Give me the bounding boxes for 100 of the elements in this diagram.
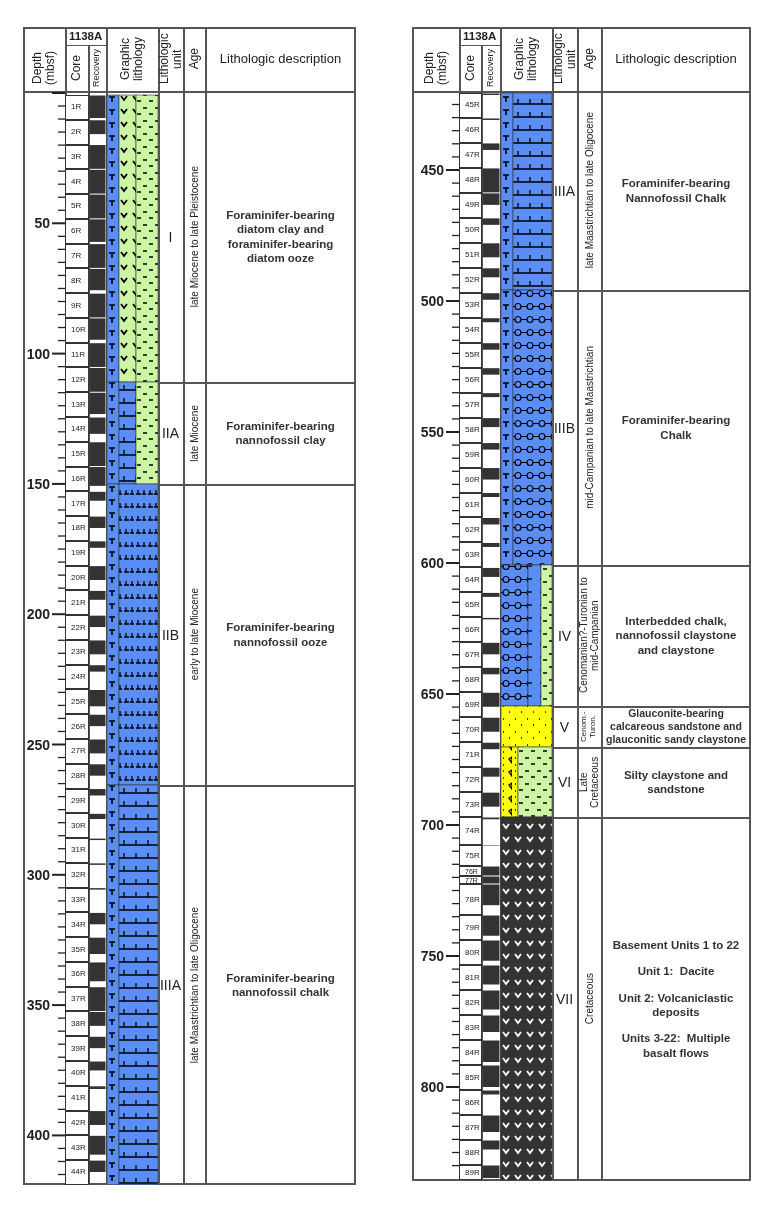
depth-label: 150 (26, 474, 50, 493)
core-label: 64R (459, 567, 482, 593)
core-label: 52R (459, 267, 482, 293)
depth-label: 100 (26, 344, 50, 363)
core-label: 60R (459, 467, 482, 493)
core-label: 82R (459, 990, 482, 1015)
description-text: Unit 1: Dacite (637, 964, 715, 979)
core-label: 19R (65, 540, 89, 566)
core-label: 46R (459, 117, 482, 143)
description-text: Interbedded chalk, nannofossil claystone and claystone (614, 613, 738, 658)
depth-label: 700 (420, 816, 444, 834)
description-text: Glauconite-bearing calcareous sandstone and glauconitic sandy claystone (604, 706, 747, 747)
core-label: 78R (459, 884, 482, 915)
core-label: 29R (65, 788, 89, 814)
description-text: Foraminifer-bearing nannofossil clay (225, 418, 336, 448)
core-label: 66R (459, 617, 482, 643)
unit-label: IIA (161, 425, 180, 441)
description-text: Foraminifer-bearing nannofossil chalk (225, 970, 336, 1000)
core-label: 16R (65, 466, 89, 492)
depth-label: 800 (420, 1078, 444, 1096)
column-header: Core (463, 55, 477, 81)
description-text: Unit 2: Volcaniclastic deposits (617, 990, 735, 1020)
core-label: 12R (65, 367, 89, 393)
unit-label: IV (557, 627, 572, 644)
core-label: 63R (459, 542, 482, 568)
core-label: 70R (459, 717, 482, 743)
column-header: Core (70, 55, 83, 81)
column-header: Depth (mbsf) (31, 50, 57, 87)
core-label: 14R (65, 417, 89, 442)
depth-label: 550 (420, 423, 444, 441)
core-label: 3R (65, 144, 89, 170)
core-label: 49R (459, 192, 482, 218)
core-label: 47R (459, 142, 482, 168)
core-label: 42R (65, 1110, 89, 1136)
core-label: 69R (459, 692, 482, 718)
core-label: 33R (65, 887, 89, 913)
core-label: 88R (459, 1140, 482, 1165)
core-label: 50R (459, 217, 482, 243)
core-label: 31R (65, 838, 89, 863)
description-text: Foraminifer-bearing Nannofossil Chalk (620, 176, 732, 205)
core-label: 85R (459, 1065, 482, 1090)
depth-label: 650 (420, 685, 444, 703)
core-label: 32R (65, 862, 89, 888)
description-text: Foraminifer-bearing Chalk (620, 413, 732, 442)
unit-label: IIIA (554, 182, 575, 199)
column-header: Recovery (485, 49, 496, 87)
core-label: 21R (65, 590, 89, 616)
core-label: 24R (65, 664, 89, 690)
depth-label: 350 (26, 996, 50, 1015)
unit-label: IIB (161, 626, 180, 643)
unit-label: IIIB (554, 419, 575, 436)
age-label: Cenom.- Turon. (580, 710, 598, 743)
core-label: 37R (65, 986, 89, 1012)
core-label: 45R (459, 93, 482, 118)
core-label: 4R (65, 169, 89, 195)
core-label: 35R (65, 937, 89, 962)
core-label: 89R (459, 1165, 482, 1180)
core-label: 84R (459, 1040, 482, 1065)
age-label: early to late Miocene (188, 588, 200, 681)
core-label: 34R (65, 912, 89, 938)
column-header: Graphic lithology (513, 36, 539, 83)
column-header: Recovery (92, 49, 102, 87)
core-label: 75R (459, 845, 482, 866)
core-label: 36R (65, 961, 89, 987)
core-label: 2R (65, 119, 89, 145)
age-label: late Miocene to late Pleistocene (188, 165, 200, 308)
description-text: Basement Units 1 to 22 (612, 937, 740, 953)
core-label: 57R (459, 392, 482, 418)
core-label: 9R (65, 293, 89, 318)
age-label: Late Cretaceous (578, 755, 600, 810)
depth-label: 600 (420, 554, 444, 572)
core-label: 67R (459, 642, 482, 668)
site-label: 1138A (463, 30, 496, 43)
core-label: 27R (65, 739, 89, 764)
core-label: 54R (459, 317, 482, 343)
column-header: Lithologic description (219, 52, 342, 66)
depth-label: 450 (420, 161, 444, 179)
depth-label: 250 (26, 735, 50, 754)
column-header: Graphic lithology (119, 36, 145, 83)
core-label: 68R (459, 667, 482, 693)
unit-label: I (168, 228, 173, 245)
unit-label: VI (557, 774, 572, 790)
core-label: 23R (65, 639, 89, 665)
core-label: 53R (459, 292, 482, 318)
core-label: 18R (65, 516, 89, 541)
depth-label: 500 (420, 292, 444, 310)
core-label: 39R (65, 1036, 89, 1061)
core-label: 30R (65, 813, 89, 839)
core-label: 44R (65, 1160, 89, 1185)
age-label: late Maastrichtian to late Oligocene (188, 906, 200, 1064)
core-label: 26R (65, 714, 89, 739)
age-label: Cenomanian?-Turonian to mid-Campanian (578, 576, 600, 696)
core-label: 59R (459, 442, 482, 468)
core-label: 51R (459, 242, 482, 268)
core-label: 79R (459, 915, 482, 940)
core-label: 17R (65, 491, 89, 517)
core-label: 41R (65, 1085, 89, 1111)
unit-label: IIIA (160, 977, 181, 993)
core-label: 87R (459, 1115, 482, 1140)
age-label: Cretaceous (583, 973, 595, 1025)
